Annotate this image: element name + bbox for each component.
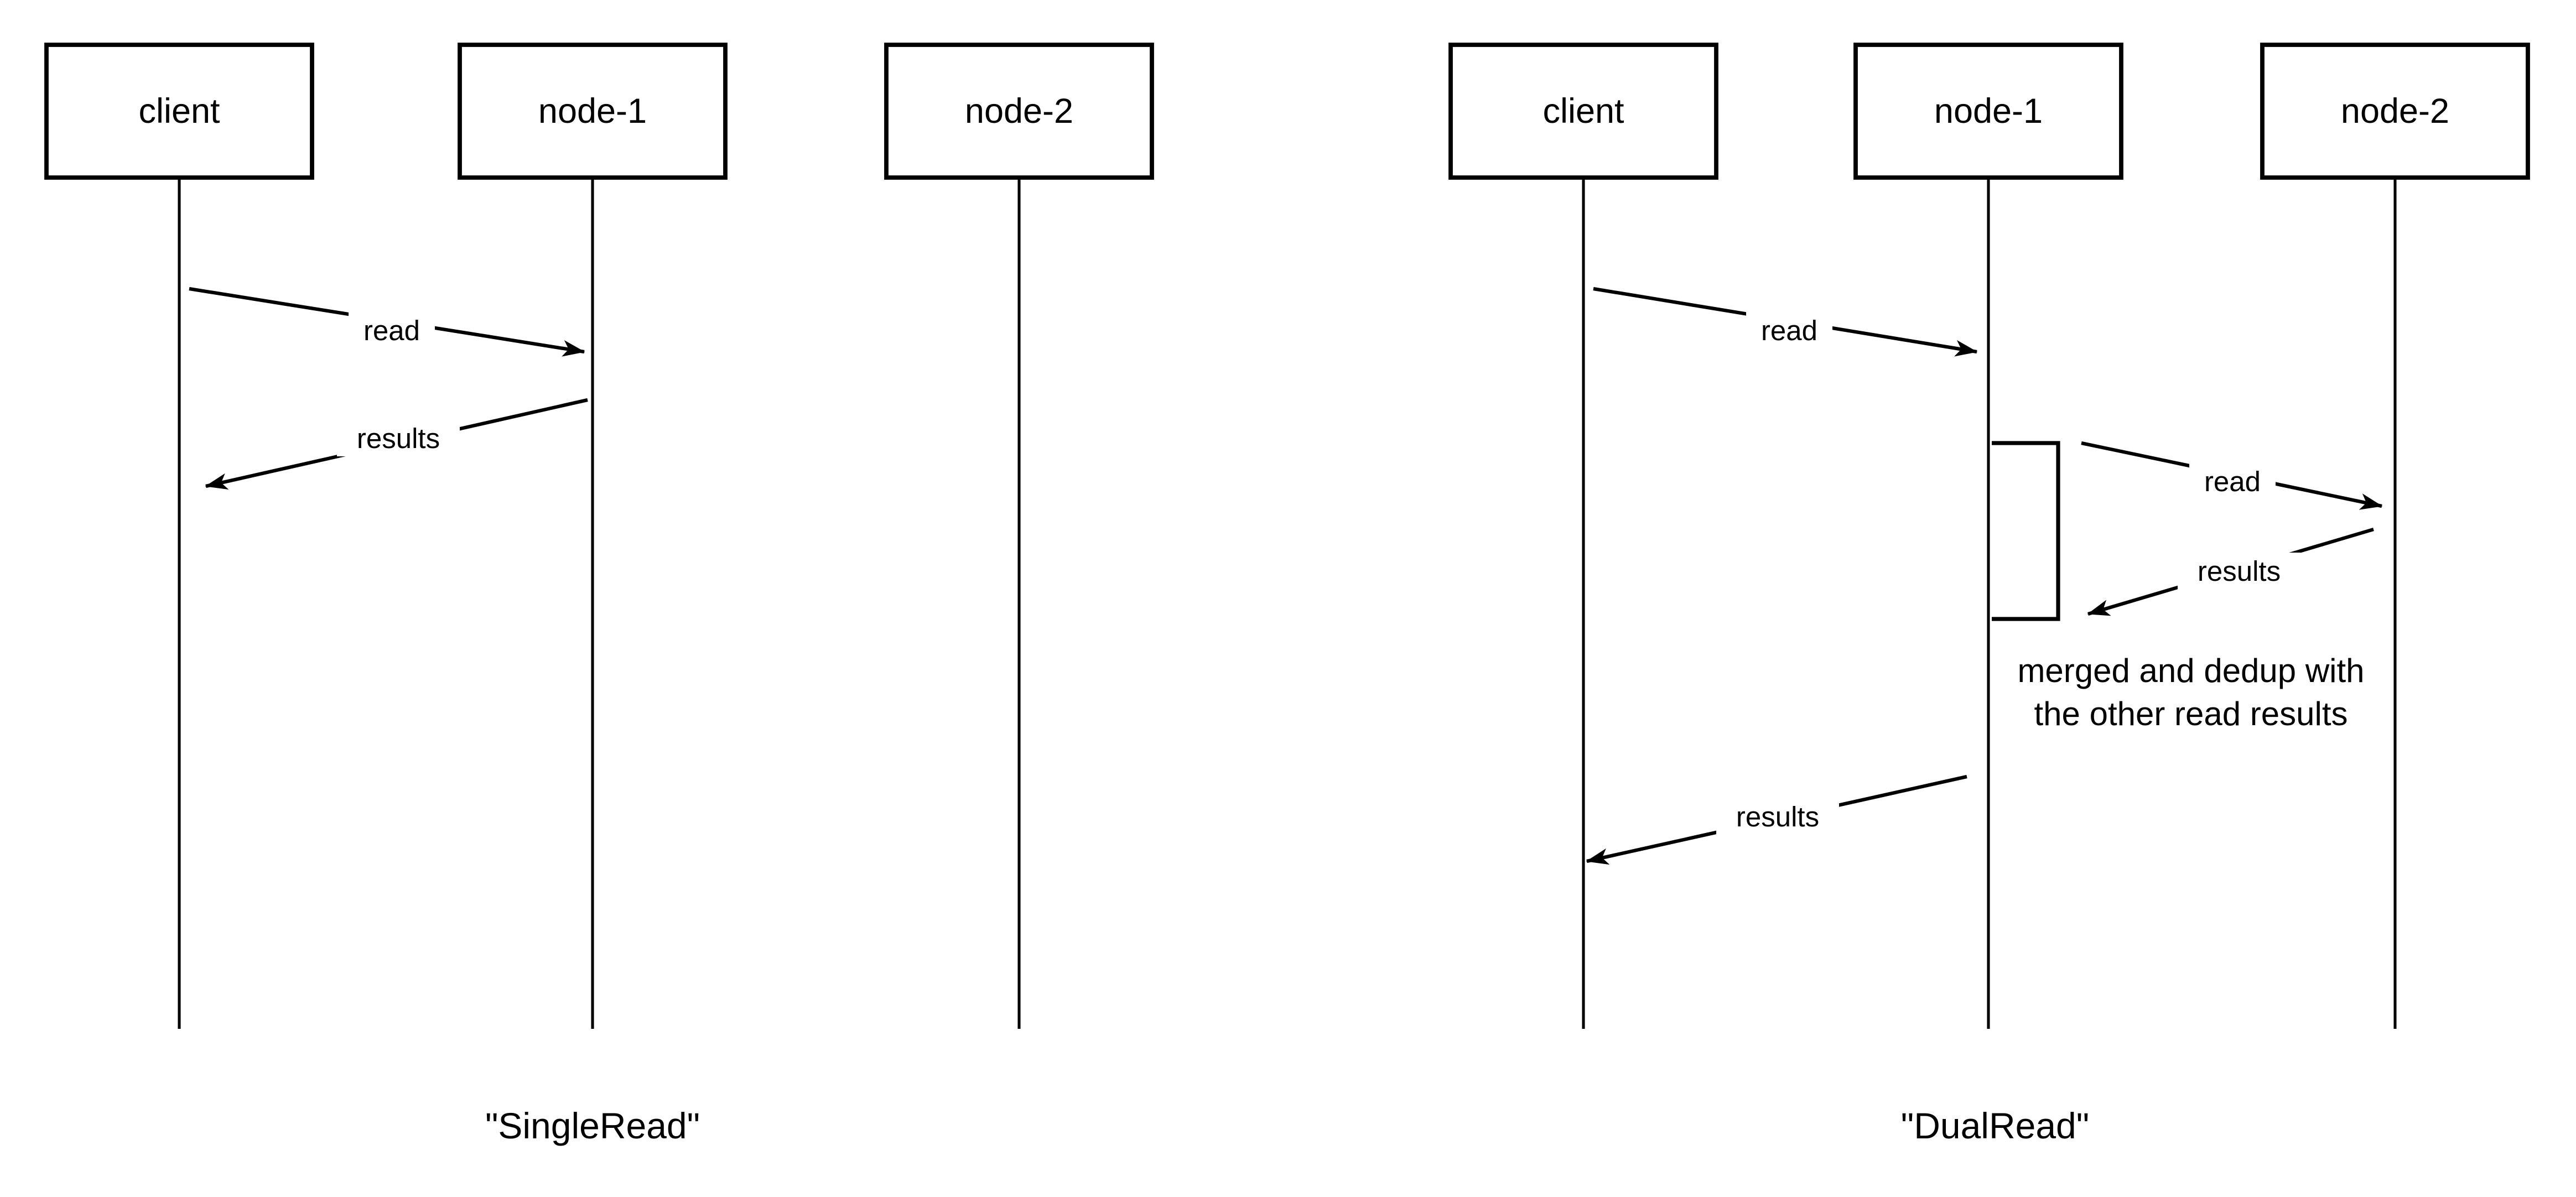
message-label-read: read bbox=[363, 315, 420, 346]
actor-label-node2: node-2 bbox=[2341, 92, 2449, 131]
note-merged-dedup: merged and dedup with the other read res… bbox=[2017, 652, 2364, 732]
actor-label-node2: node-2 bbox=[965, 92, 1073, 131]
actor-box-node2 bbox=[884, 43, 1154, 180]
actor-box-client bbox=[44, 43, 314, 180]
message-label-bg bbox=[337, 420, 460, 456]
actor-label-node1: node-1 bbox=[538, 92, 647, 131]
diagram-title-dualread: "DualRead" bbox=[1901, 1105, 2089, 1146]
message-label-results: results bbox=[1736, 801, 1819, 832]
message-label-results: results bbox=[2198, 555, 2281, 587]
actor-box-node1 bbox=[458, 43, 728, 180]
actor-label-client: client bbox=[138, 92, 220, 131]
diagram-title-singleread: "SingleRead" bbox=[485, 1105, 700, 1146]
message-label-bg bbox=[2189, 463, 2276, 499]
message-label-read: read bbox=[1761, 315, 1817, 346]
message-label-bg bbox=[1746, 312, 1832, 348]
message-label-bg bbox=[2178, 553, 2300, 589]
actor-label-client: client bbox=[1543, 92, 1624, 131]
message-label-results: results bbox=[357, 423, 440, 454]
actor-box-node2 bbox=[2260, 43, 2530, 180]
actor-label-node1: node-1 bbox=[1934, 92, 2043, 131]
message-label-bg bbox=[349, 312, 435, 348]
note-line-2: the other read results bbox=[2034, 695, 2348, 732]
message-label-bg bbox=[1716, 798, 1839, 835]
actor-box-client bbox=[1448, 43, 1718, 180]
activation-bracket-node1 bbox=[1992, 441, 2060, 621]
diagram-dual-read: client node-1 node-2 read read results m… bbox=[1448, 43, 2530, 1146]
message-label-read: read bbox=[2204, 466, 2261, 497]
diagram-single-read: client node-1 node-2 read results "Singl… bbox=[44, 43, 1154, 1146]
note-line-1: merged and dedup with bbox=[2017, 652, 2364, 689]
actor-box-node1 bbox=[1853, 43, 2123, 180]
